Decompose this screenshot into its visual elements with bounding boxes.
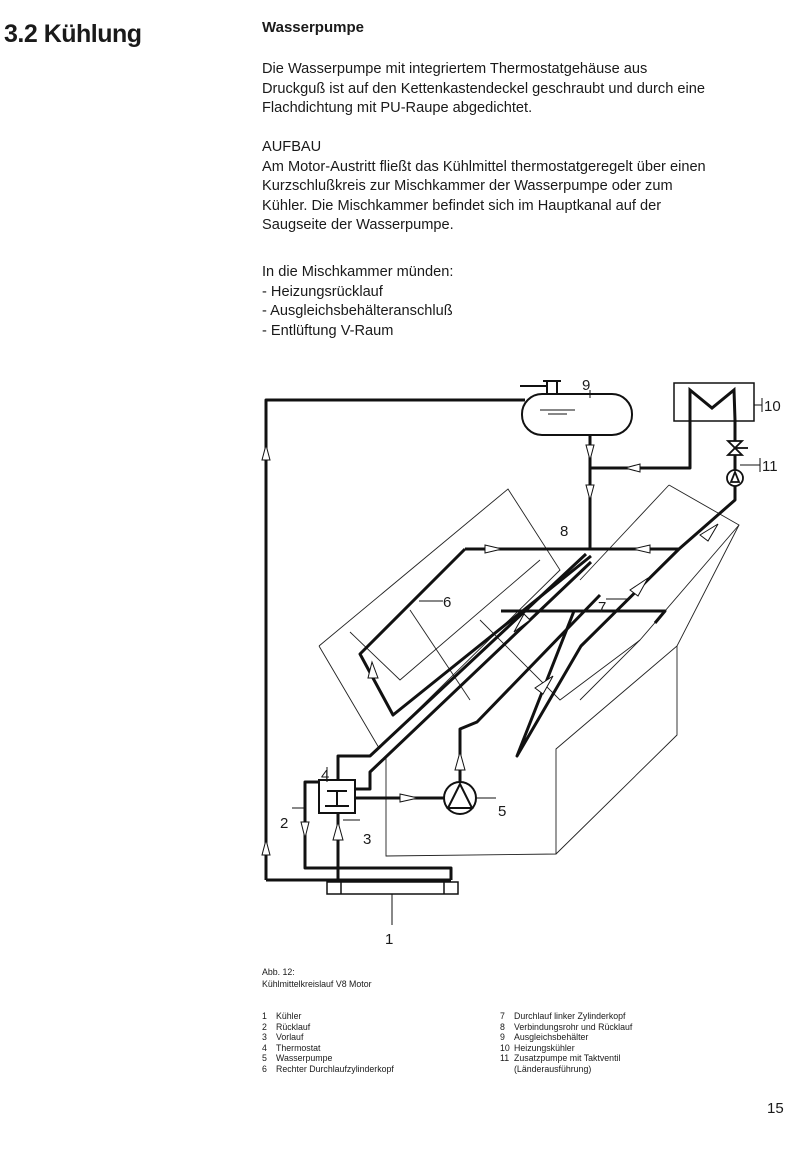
legend-item: 1 Kühler [262, 1011, 394, 1022]
text-line: Kurzschlußkreis zur Mischkammer der Wass… [262, 178, 673, 195]
paragraph-aufbau: AUFBAU Am Motor-Austritt fließt das Kühl… [262, 138, 706, 236]
caption-text: Kühlmittelkreislauf V8 Motor [262, 979, 372, 989]
text-line: Saugseite der Wasserpumpe. [262, 217, 454, 234]
diagram-label: 3 [363, 831, 371, 848]
legend-label: Heizungskühler [514, 1042, 575, 1053]
legend-item: 9 Ausgleichsbehälter [500, 1032, 632, 1043]
coolant-circuit-diagram: 1 2 3 4 5 6 7 8 9 10 11 [261, 377, 781, 948]
diagram-label: 7 [598, 599, 606, 616]
list-item: - Entlüftung V-Raum [262, 322, 394, 339]
section-title: 3.2 Kühlung [4, 20, 142, 48]
legend-number: 5 [262, 1053, 267, 1064]
legend-number: 10 [500, 1042, 510, 1053]
legend-number: 6 [262, 1063, 267, 1074]
legend-number: 3 [262, 1032, 267, 1043]
diagram-label: 4 [321, 767, 329, 784]
legend-label: Kühler [276, 1011, 302, 1021]
engine-outline [318, 484, 740, 857]
diagram-label: 2 [280, 815, 288, 832]
text-line: Flachdichtung mit PU-Raupe abgedichtet. [262, 100, 533, 117]
caption-number: Abb. 12: [262, 967, 295, 977]
legend-label: Durchlauf linker Zylinderkopf [514, 1011, 626, 1021]
legend-item: 11 Zusatzpumpe mit Taktventil [500, 1053, 632, 1064]
legend-number: 2 [262, 1021, 267, 1032]
flow-arrows [261, 443, 719, 856]
legend-item: (Länderausführung) [500, 1064, 632, 1075]
diagram-label: 9 [582, 377, 590, 394]
legend-label: Verbindungsrohr und Rücklauf [514, 1021, 633, 1032]
text-line: In die Mischkammer münden: [262, 264, 454, 280]
legend-item: 4 Thermostat [262, 1043, 394, 1054]
legend-right: 7 Durchlauf linker Zylinderkopf 8 Verbindu… [500, 1011, 632, 1075]
legend-label: Zusatzpumpe mit Taktventil [514, 1053, 621, 1064]
legend-item: 2 Rücklauf [262, 1022, 394, 1033]
text-line: Druckguß ist auf den Kettenkastendeckel … [262, 80, 705, 97]
legend-number: 8 [500, 1021, 505, 1032]
legend-label: (Länderausführung) [514, 1063, 592, 1074]
thermostat [318, 779, 356, 814]
diagram-label: 5 [498, 803, 506, 820]
legend-label: Ausgleichsbehälter [514, 1032, 589, 1043]
legend-item: 7 Durchlauf linker Zylinderkopf [500, 1011, 632, 1022]
diagram-label: 6 [443, 594, 451, 611]
legend-item: 8 Verbindungsrohr und Rücklauf [500, 1022, 632, 1033]
list-item: - Heizungsrücklauf [262, 283, 383, 300]
list-item: - Ausgleichsbehälteranschluß [262, 303, 453, 320]
text-line: AUFBAU [262, 139, 322, 155]
diagram-label: 1 [385, 931, 393, 948]
legend-number: 11 [500, 1053, 510, 1064]
expansion-tank [520, 380, 633, 436]
text-line: Kühler. Die Mischkammer befindet sich im… [262, 197, 662, 214]
legend-item: 6 Rechter Durchlaufzylinderkopf [262, 1064, 394, 1075]
legend-item: 3 Vorlauf [262, 1032, 394, 1043]
legend-left: 1 Kühler 2 Rücklauf 3 Vorlauf 4 Thermostat 5… [262, 1011, 394, 1075]
subsection-heading: Wasserpumpe [262, 19, 364, 36]
text-line: Am Motor-Austritt fließt das Kühlmittel … [262, 158, 706, 175]
legend-number: 7 [500, 1011, 505, 1021]
diagram-label: 10 [764, 398, 781, 415]
legend-number: 9 [500, 1032, 505, 1043]
page-number: 15 [767, 1100, 784, 1117]
paragraph-list: In die Mischkammer münden: - Heizungsrüc… [262, 263, 453, 341]
legend-number: 1 [262, 1011, 267, 1021]
legend-label: Vorlauf [276, 1032, 304, 1043]
heater-core [673, 382, 755, 422]
legend-item: 5 Wasserpumpe [262, 1053, 394, 1064]
figure-caption: Abb. 12: Kühlmittelkreislauf V8 Motor [262, 966, 372, 990]
legend-label: Wasserpumpe [276, 1053, 333, 1064]
paragraph-intro: Die Wasserpumpe mit integriertem Thermos… [262, 60, 705, 119]
diagram-label: 11 [762, 458, 778, 475]
legend-number: 4 [262, 1042, 267, 1053]
legend-label: Rechter Durchlaufzylinderkopf [276, 1063, 394, 1074]
water-pump [443, 781, 477, 815]
radiator [326, 881, 459, 895]
auxiliary-pump-valve [725, 440, 748, 487]
legend-label: Thermostat [276, 1042, 321, 1053]
diagram-label: 8 [560, 523, 568, 540]
legend-item: 10 Heizungskühler [500, 1043, 632, 1054]
text-line: Die Wasserpumpe mit integriertem Thermos… [262, 61, 648, 77]
legend-label: Rücklauf [276, 1021, 311, 1032]
